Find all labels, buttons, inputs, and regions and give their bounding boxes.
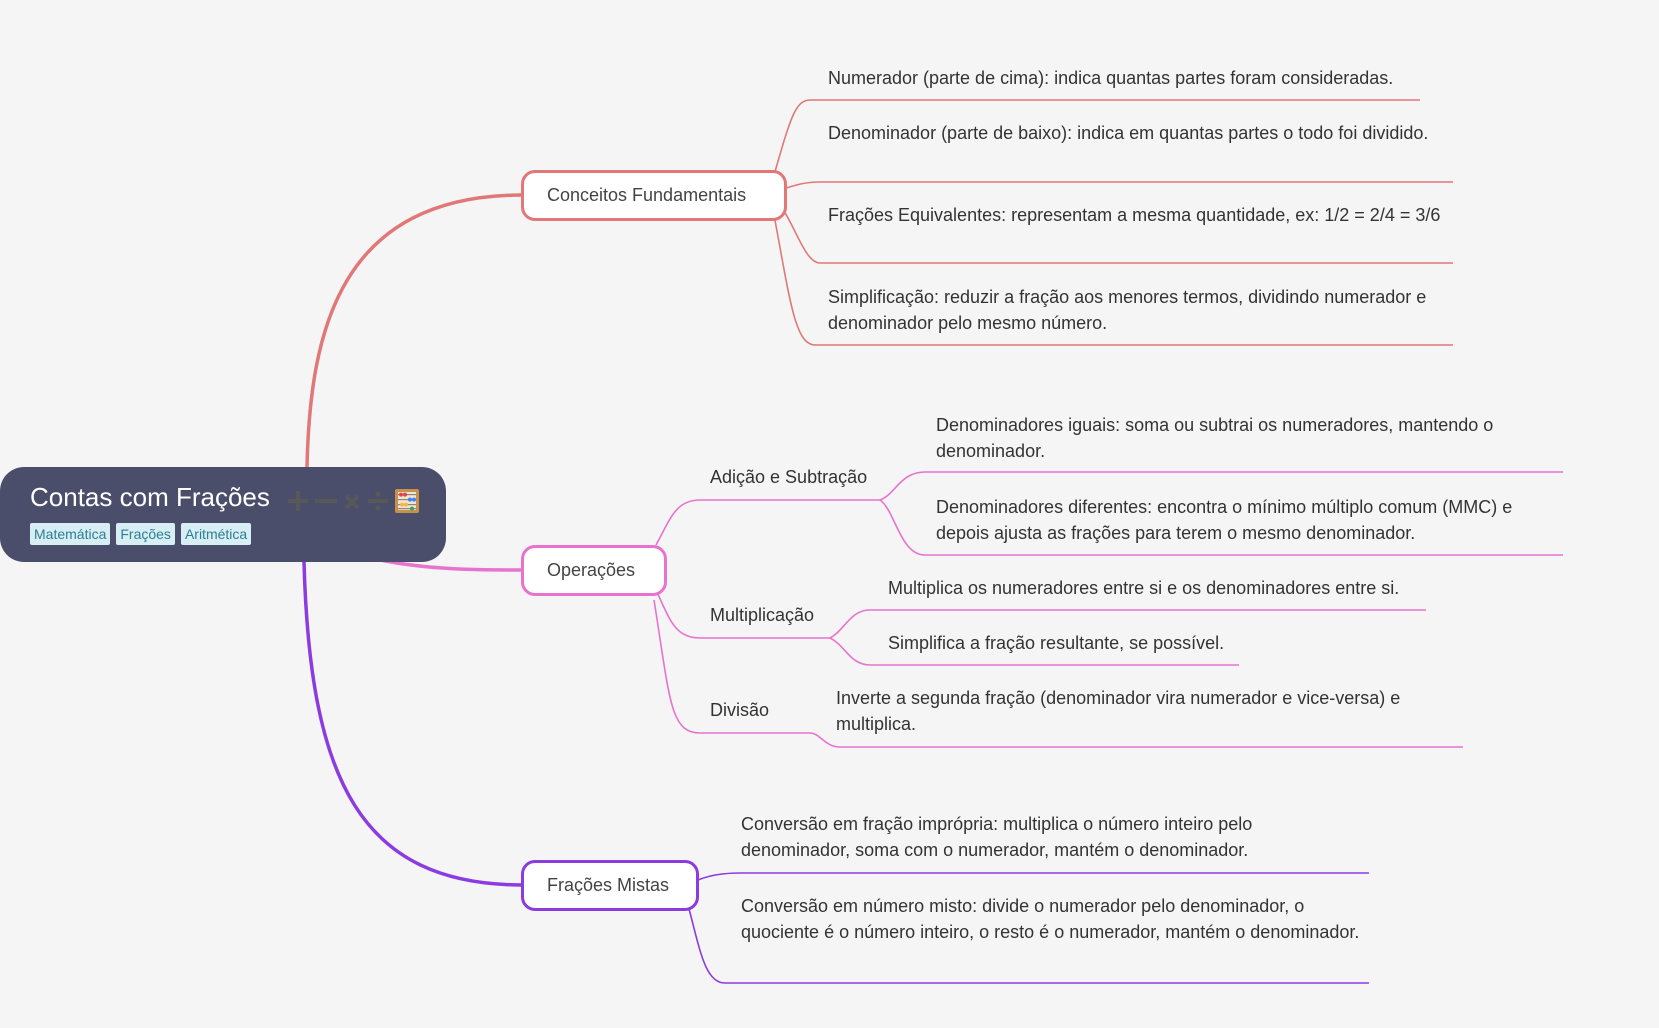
divide-icon <box>368 491 389 511</box>
branch-label: Conceitos Fundamentais <box>547 185 747 205</box>
branch-conceitos-fundamentais[interactable]: Conceitos Fundamentais <box>521 170 787 221</box>
minus-icon <box>315 499 338 504</box>
leaf-simplificacao[interactable]: Simplificação: reduzir a fração aos meno… <box>828 287 1427 333</box>
leaf-numerador[interactable]: Numerador (parte de cima): indica quanta… <box>828 68 1394 88</box>
leaf-fracao-impropria[interactable]: Conversão em fração imprópria: multiplic… <box>741 814 1253 860</box>
sub-divisao[interactable]: Divisão <box>710 700 770 720</box>
sub-adicao-subtracao[interactable]: Adição e Subtração <box>710 467 868 487</box>
leaf-fracoes-equivalentes[interactable]: Frações Equivalentes: representam a mesm… <box>828 205 1441 225</box>
branch-fracoes-mistas[interactable]: Frações Mistas <box>521 860 699 911</box>
root-node[interactable]: Contas com Frações Matemática Frações Ar… <box>0 467 446 562</box>
leaf-inverte-segunda-fracao[interactable]: Inverte a segunda fração (denominador vi… <box>836 688 1401 734</box>
operators-emoji <box>285 481 423 517</box>
leaf-denominadores-iguais[interactable]: Denominadores iguais: soma ou subtrai os… <box>936 415 1494 461</box>
sub-multiplicacao[interactable]: Multiplicação <box>710 605 815 625</box>
plus-icon <box>288 491 309 512</box>
branch-label: Operações <box>547 560 636 580</box>
root-title: Contas com Frações <box>30 479 420 517</box>
branch-label: Frações Mistas <box>547 875 670 895</box>
leaf-numero-misto[interactable]: Conversão em número misto: divide o nume… <box>741 896 1360 942</box>
multiply-icon <box>344 494 360 510</box>
leaf-multiplica-numeradores[interactable]: Multiplica os numeradores entre si e os … <box>888 578 1400 598</box>
leaf-denominador[interactable]: Denominador (parte de baixo): indica em … <box>828 123 1429 143</box>
branch-operacoes[interactable]: Operações <box>521 545 667 596</box>
leaf-simplifica-resultante[interactable]: Simplifica a fração resultante, se possí… <box>888 633 1225 653</box>
leaf-denominadores-diferentes[interactable]: Denominadores diferentes: encontra o mín… <box>936 497 1513 543</box>
tag-fracoes[interactable]: Frações <box>116 523 175 546</box>
tag-matematica[interactable]: Matemática <box>30 523 111 546</box>
abacus-icon <box>395 489 420 514</box>
root-title-text: Contas com Frações <box>30 482 270 512</box>
tag-aritmetica[interactable]: Aritmética <box>180 523 252 546</box>
tag-list: Matemática Frações Aritmética <box>30 523 416 546</box>
